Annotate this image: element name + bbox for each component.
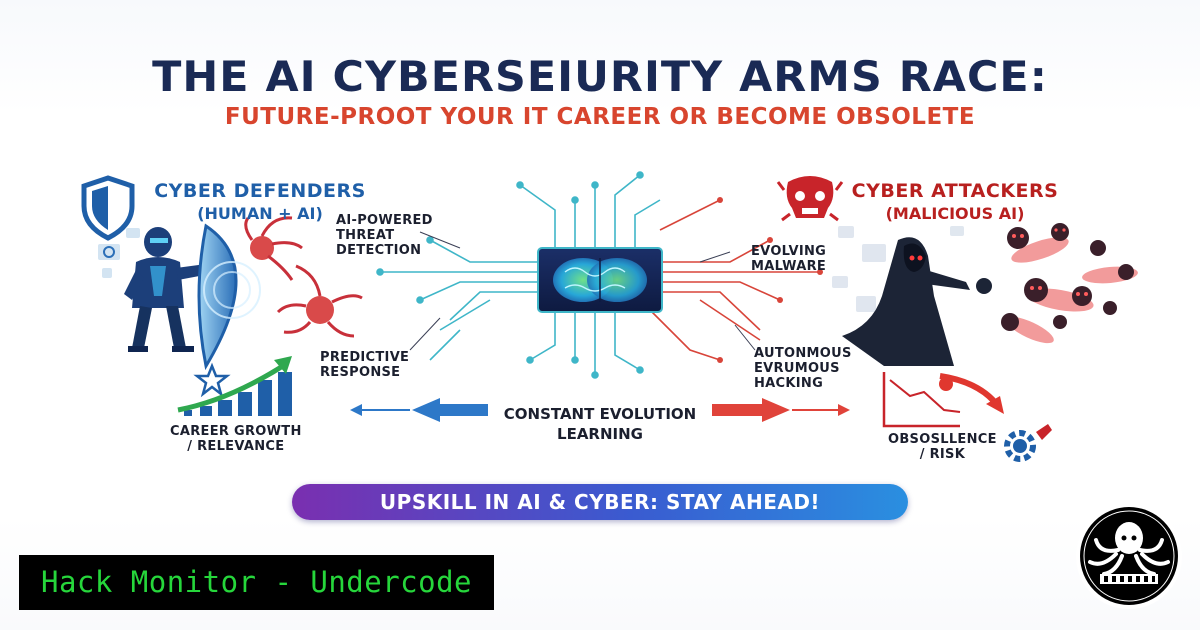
attackers-subtitle: (MALICIOUS AI) [885,204,1025,223]
virus-creatures [244,216,363,338]
octopus-logo-icon [1076,503,1182,609]
label-autonomous-hacking: AUTONMOUS EVRUMOUS HACKING [754,346,852,391]
gear-icon [1004,424,1052,462]
upskill-banner: UPSKILL IN AI & CYBER: STAY AHEAD! [292,484,908,520]
attacker-figure [832,226,992,366]
evolution-arrows [350,398,850,422]
defenders-subtitle: (HUMAN + AI) [197,204,323,223]
malicious-swarm [1001,223,1138,344]
ai-brain-chip-icon [537,247,663,313]
attackers-title: CYBER ATTACKERS [851,180,1059,202]
defenders-title: CYBER DEFENDERS [154,180,366,202]
skull-icon [776,176,844,222]
label-career-growth: CAREER GROWTH / RELEVANCE [170,424,302,454]
defenders-header: CYBER DEFENDERS (HUMAN + AI) [140,180,380,223]
label-obsolescence: OBSOSLLENCE / RISK [888,432,997,462]
falling-chart-icon [882,372,1004,428]
label-evolving-malware: EVOLVING MALWARE [751,244,827,274]
label-threat-detection: AI-POWERED THREAT DETECTION [336,213,433,258]
rising-bar-chart-icon [177,356,292,416]
page-title: THE AI CYBERSEIURITY ARMS RACE: [152,52,1048,101]
brand-label: Hack Monitor - Undercode [19,555,494,610]
defender-figure [98,223,261,371]
label-predictive-response: PREDICTIVE RESPONSE [320,350,410,380]
attackers-header: CYBER ATTACKERS (MALICIOUS AI) [820,180,1090,223]
label-constant-evolution: CONSTANT EVOLUTION LEARNING [503,405,697,443]
shield-icon [81,175,135,241]
page-subtitle: FUTURE-PROOT YOUR IT CAREER OR BECOME OB… [224,104,976,130]
circuit-lines [376,171,823,379]
